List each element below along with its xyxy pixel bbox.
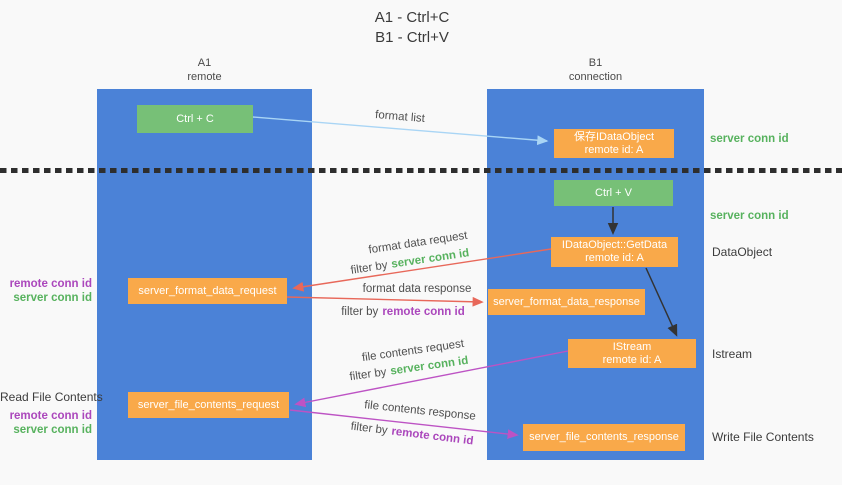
label-format-data-response: format data response [363,283,472,295]
node-ctrl-c: Ctrl + C [137,105,253,133]
diagram-title: A1 - Ctrl+C B1 - Ctrl+V [327,8,497,48]
annotation-conn-ids-file: remote conn id server conn id [0,409,92,437]
annotation-dataobject: DataObject [712,245,773,259]
node-idataobject-getdata-line1: IDataObject::GetData [561,239,668,251]
annotation-server-conn-id-2: server conn id [13,424,92,436]
annotation-server-conn-id-top: server conn id [710,133,789,145]
label-format-list-text: format list [374,109,426,125]
annotation-remote-conn-id-2: remote conn id [9,410,92,422]
node-server-format-data-request: server_format_data_request [128,278,287,304]
filter-by-text: filter by [348,366,388,384]
node-ctrl-v: Ctrl + V [554,180,673,206]
node-server-file-contents-response: server_file_contents_response [523,424,685,451]
annotation-server-conn-id-mid: server conn id [710,210,789,222]
title-line-2: B1 - Ctrl+V [375,29,449,46]
node-save-idataobject-line1: 保存IDataObject [573,130,655,143]
lane-left-name: A1 [197,57,212,69]
node-idataobject-getdata-line2: remote id: A [585,252,644,264]
node-istream-line1: IStream [612,340,652,353]
label-file-contents-response-text: file contents response [363,399,477,423]
label-format-data-response-text: format data response [362,283,472,295]
label-format-list: format list [375,109,426,125]
title-line-1: A1 - Ctrl+C [374,9,450,26]
format-data-response-arrow [286,296,484,307]
copy-paste-divider-line [0,168,842,173]
annotation-istream: Istream [712,347,753,361]
label-file-contents-response: file contents response [364,399,477,423]
remote-conn-id-text: remote conn id [390,425,475,448]
annotation-conn-ids-format: remote conn id server conn id [0,277,92,305]
annotation-read-file-contents: Read File Contents [0,390,103,404]
node-server-format-data-response-label: server_format_data_response [493,295,640,308]
lane-right-role: connection [568,71,623,83]
node-ctrl-c-label: Ctrl + C [176,112,214,125]
node-ctrl-v-label: Ctrl + V [595,186,632,199]
filter-by-text: filter by [349,420,389,437]
node-istream: IStream remote id: A [568,339,696,368]
filter-by-text: filter by [349,259,389,277]
annotation-server-conn-id-1: server conn id [13,292,92,304]
lane-header-right: B1 connection [487,56,704,84]
node-server-format-data-response: server_format_data_response [488,289,645,315]
label-filter-by-remote-conn-id-1: filter by remote conn id [341,306,465,318]
annotation-remote-conn-id-1: remote conn id [9,278,92,290]
node-server-format-data-request-label: server_format_data_request [138,284,277,297]
lane-header-left: A1 remote [97,56,312,84]
lane-left-role: remote [187,71,222,83]
node-server-file-contents-request-label: server_file_contents_request [137,398,280,411]
node-istream-line2: remote id: A [602,353,662,366]
filter-by-text: filter by [341,306,379,318]
label-filter-by-remote-conn-id-2: filter by remote conn id [350,421,474,448]
node-server-file-contents-response-label: server_file_contents_response [529,431,679,443]
node-server-file-contents-request: server_file_contents_request [128,392,289,418]
node-save-idataobject: 保存IDataObject remote id: A [554,129,674,158]
remote-conn-id-text: remote conn id [382,306,465,318]
node-save-idataobject-line2: remote id: A [584,143,644,156]
lane-right-name: B1 [588,57,603,69]
node-idataobject-getdata: IDataObject::GetData remote id: A [551,237,678,267]
annotation-write-file-contents: Write File Contents [712,430,814,444]
